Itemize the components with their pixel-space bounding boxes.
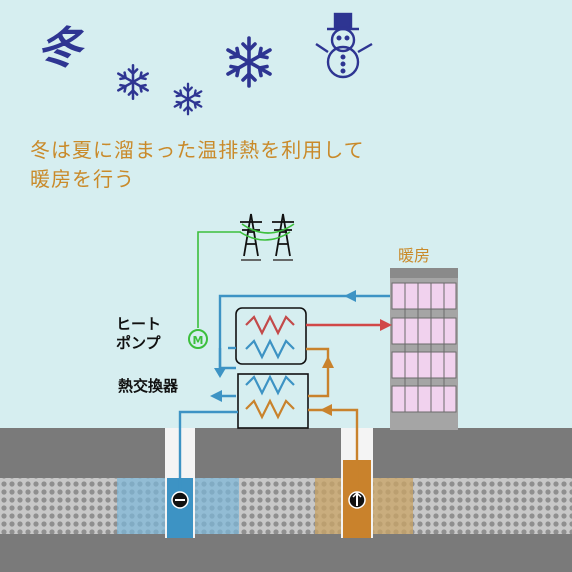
snowflake-icon xyxy=(173,82,203,116)
snowflake-icon xyxy=(117,63,149,101)
plus-icon xyxy=(348,491,366,509)
power-tower-icon xyxy=(240,213,294,261)
caption: 冬は夏に溜まった温排熱を利用して 暖房を行う xyxy=(30,136,430,194)
heat-pump-label-line-1: ヒート xyxy=(116,315,162,333)
power-line xyxy=(197,223,295,328)
heat-exchanger-label: 熱交換器 xyxy=(118,377,179,395)
caption-line-2: 暖房を行う xyxy=(30,167,135,191)
minus-icon xyxy=(171,491,189,509)
snowman-icon xyxy=(315,12,373,79)
motor-icon xyxy=(188,329,208,349)
snowflake-icon xyxy=(226,36,272,88)
aquifer-layer xyxy=(0,478,572,534)
heating-building xyxy=(390,268,458,430)
ground-surface xyxy=(0,428,572,478)
coils xyxy=(245,314,295,420)
ground-bottom xyxy=(0,534,572,572)
cold-pipes xyxy=(178,294,390,490)
flow-arrows xyxy=(210,290,392,416)
heating-label: 暖房 xyxy=(398,246,431,265)
heat-pump-box xyxy=(235,307,307,365)
motor-label: M xyxy=(193,334,204,347)
heat-pump-label: ヒート ポンプ xyxy=(116,315,161,353)
heat-pump-label-line-2: ポンプ xyxy=(116,334,161,352)
caption-line-1: 冬は夏に溜まった温排熱を利用して xyxy=(30,138,365,162)
heat-exchanger-box xyxy=(237,373,309,429)
